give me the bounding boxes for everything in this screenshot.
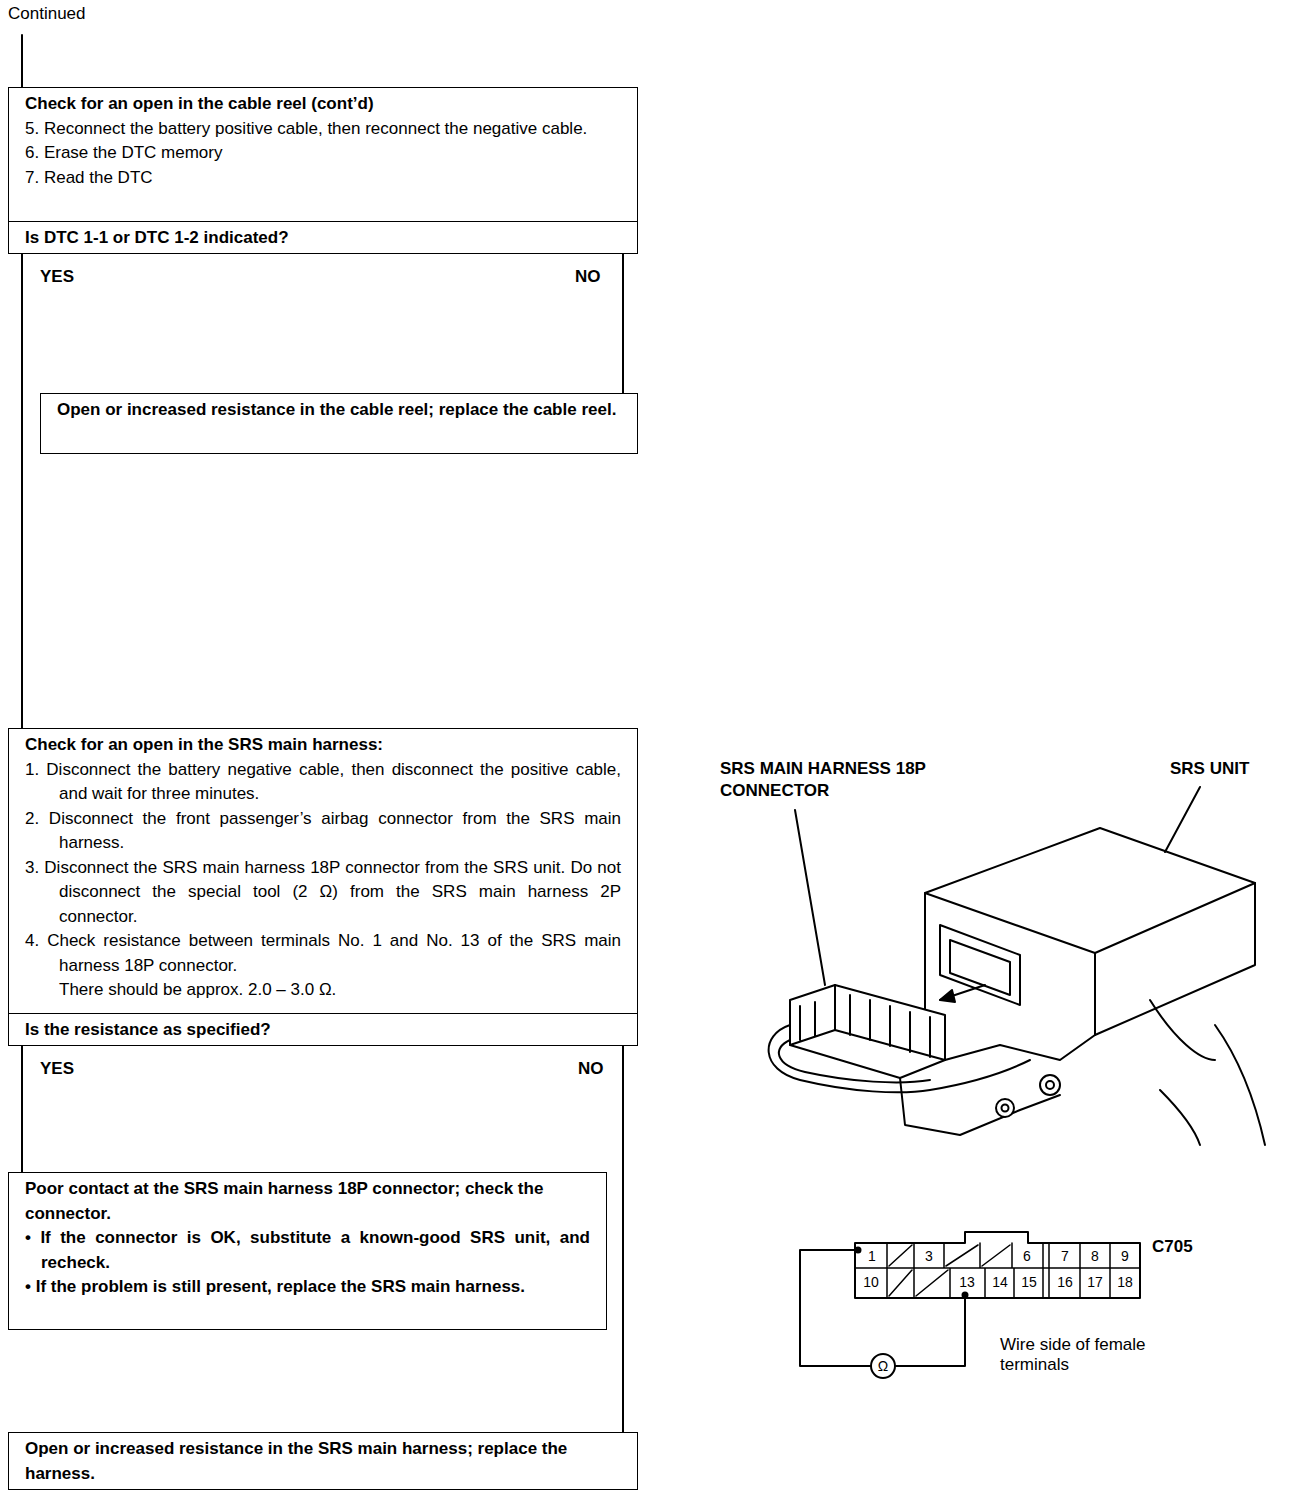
pin-number: 16 (1050, 1273, 1080, 1291)
connector-ribs (850, 995, 930, 1057)
bracket (900, 1035, 1095, 1135)
step-text: • If the problem is still present, repla… (25, 1275, 590, 1300)
branch-label: NO (573, 266, 603, 288)
flow-line (21, 35, 23, 87)
srs-unit-body (925, 883, 1255, 1035)
srs-unit-top (925, 828, 1255, 953)
result-box: Open or increased resistance in the SRS … (8, 1432, 638, 1490)
arrow-head (940, 990, 955, 1002)
view-note: Wire side of female terminals (1000, 1335, 1210, 1375)
result-box: Poor contact at the SRS main harness 18P… (8, 1172, 607, 1330)
step-text: • If the connector is OK, substitute a k… (25, 1226, 590, 1275)
flow-line (622, 1046, 624, 1432)
flow-line (21, 254, 23, 728)
part-name: SRS UNIT (1170, 758, 1249, 780)
pin-number: 10 (856, 1273, 886, 1291)
pin-number: 15 (1014, 1273, 1044, 1291)
box-text: Check for an open in the cable reel (con… (25, 92, 621, 117)
process-box: Check for an open in the SRS main harnes… (8, 728, 638, 1014)
box-text: Poor contact at the SRS main harness 18P… (25, 1177, 590, 1226)
step-text: 1. Disconnect the battery negative cable… (25, 758, 621, 807)
box-text: Check for an open in the SRS main harnes… (25, 733, 621, 758)
step-text: 2. Disconnect the front passenger’s airb… (25, 807, 621, 856)
harness-connector (790, 985, 945, 1078)
connector-edges (790, 985, 945, 1060)
decision-box: Is DTC 1-1 or DTC 1-2 indicated? (8, 221, 638, 255)
continued-note: Continued (8, 3, 86, 25)
branch-label: NO (576, 1058, 606, 1080)
step-text: There should be approx. 2.0 – 3.0 Ω. (25, 978, 621, 1003)
step-text: 4. Check resistance between terminals No… (25, 929, 621, 978)
box-text: Open or increased resistance in the cabl… (57, 398, 621, 423)
pin-number: 13 (952, 1273, 982, 1291)
bolt (1046, 1081, 1054, 1089)
flow-line (21, 1046, 23, 1172)
part-name: SRS MAIN HARNESS 18P CONNECTOR (720, 758, 945, 802)
process-box: Check for an open in the cable reel (con… (8, 87, 638, 222)
pin-number: 8 (1080, 1247, 1110, 1265)
ohmmeter-symbol: Ω (868, 1357, 898, 1375)
box-text: Open or increased resistance in the SRS … (25, 1437, 621, 1486)
srs-unit-socket (940, 925, 1020, 1005)
harness-wire (779, 1040, 930, 1082)
pin-number: 6 (1012, 1247, 1042, 1265)
step-text: 7. Read the DTC (25, 166, 621, 191)
body-panel (1150, 1000, 1265, 1145)
step-text: 3. Disconnect the SRS main harness 18P c… (25, 856, 621, 930)
meter-lead (800, 1250, 965, 1366)
pin-number: 18 (1110, 1273, 1140, 1291)
flow-line (622, 254, 624, 393)
branch-label: YES (38, 266, 76, 288)
bolt (1040, 1075, 1060, 1095)
box-text: Is the resistance as specified? (25, 1018, 621, 1043)
leader-line (795, 810, 825, 985)
pin-number: 7 (1050, 1247, 1080, 1265)
blank-cavity (889, 1245, 1010, 1296)
leader-line (1165, 787, 1200, 852)
connector-id: C705 (1152, 1236, 1193, 1258)
pin-number: 3 (914, 1247, 944, 1265)
bolt (996, 1099, 1014, 1117)
branch-label: YES (38, 1058, 76, 1080)
harness-wire (769, 1025, 1030, 1092)
step-text: 5. Reconnect the battery positive cable,… (25, 117, 621, 142)
bolt (1002, 1105, 1009, 1112)
connector-grid (855, 1243, 1140, 1298)
decision-box: Is the resistance as specified? (8, 1013, 638, 1047)
box-text: Is DTC 1-1 or DTC 1-2 indicated? (25, 226, 621, 251)
connector-face (855, 1232, 1140, 1298)
pin-number: 17 (1080, 1273, 1110, 1291)
pin-number: 1 (857, 1247, 887, 1265)
pin-number: 14 (985, 1273, 1015, 1291)
result-box: Open or increased resistance in the cabl… (40, 393, 638, 454)
step-text: 6. Erase the DTC memory (25, 141, 621, 166)
pin-number: 9 (1110, 1247, 1140, 1265)
